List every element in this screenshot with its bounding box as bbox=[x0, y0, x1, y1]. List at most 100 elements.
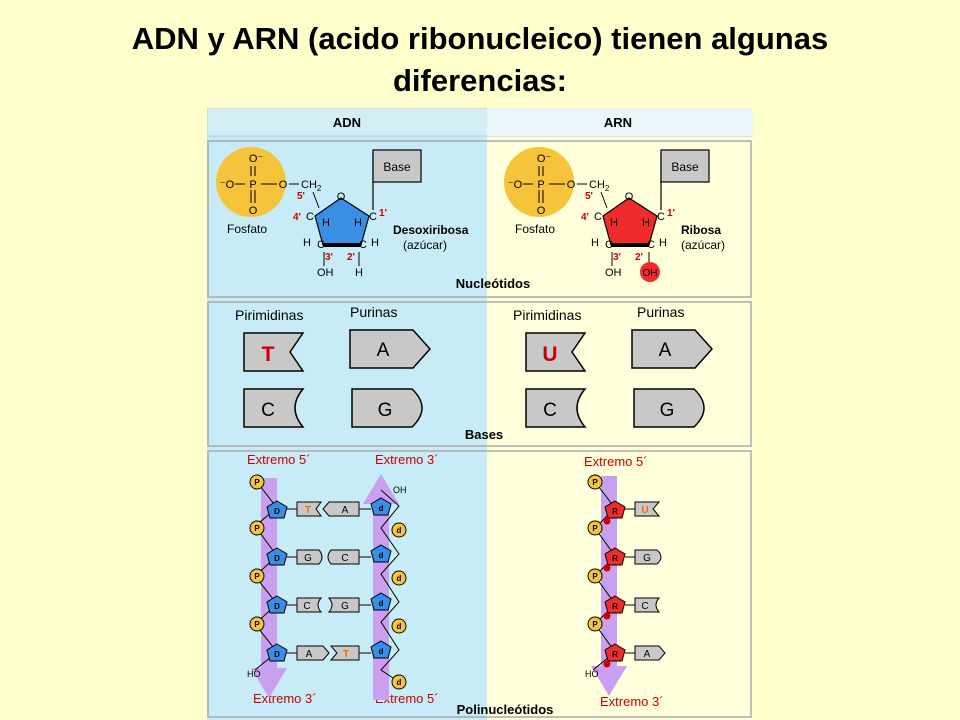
rna-2prime-oh-highlight bbox=[640, 262, 660, 282]
dna-c4-h-outer: H bbox=[303, 237, 311, 249]
rna-unit-3: P R C bbox=[587, 568, 661, 620]
dna-base-g-shape bbox=[351, 388, 423, 428]
dna-right-top-end: Extremo 3´ bbox=[375, 452, 439, 467]
rna-base-g: G bbox=[660, 400, 675, 421]
rna-phosphate-o-bottom: O bbox=[537, 205, 546, 217]
rna-3prime: 3' bbox=[613, 252, 621, 263]
dna-left-phosphate-letter-3: P bbox=[254, 572, 260, 581]
dna-base-t: T bbox=[262, 343, 275, 366]
dna-top-right-terminal: OH bbox=[393, 485, 407, 495]
dna-right-phosphate-letter-3: d bbox=[397, 622, 402, 631]
rna-sugar-4 bbox=[604, 643, 626, 662]
rna-ch2: CH2 bbox=[589, 179, 610, 193]
dna-pair-2: G C bbox=[287, 549, 371, 565]
rna-c2: C bbox=[647, 239, 655, 251]
dna-phosphate-label: Fosfato bbox=[227, 222, 267, 236]
dna-5prime: 5' bbox=[297, 191, 305, 202]
rna-sugar-letter-3: R bbox=[612, 602, 618, 611]
dna-c2: C bbox=[359, 239, 367, 251]
dna-pair-3-left-letter: C bbox=[303, 601, 310, 612]
dna-left-sugar-4 bbox=[266, 643, 288, 662]
dna-right-backbone-line bbox=[380, 489, 400, 683]
ribose-name: Ribosa bbox=[681, 223, 721, 237]
rna-unit-1: P R U bbox=[587, 474, 661, 525]
rna-phosphate-letter-4: P bbox=[592, 620, 598, 629]
rna-strand-arrow bbox=[591, 476, 627, 696]
rna-c4: C bbox=[594, 211, 602, 223]
dna-pair-2-left-base bbox=[296, 549, 323, 565]
dna-pair-1-left-letter: T bbox=[305, 505, 311, 516]
dna-phosphate-circle bbox=[216, 147, 286, 217]
dna-right-phosphate-letter-4: d bbox=[397, 678, 402, 687]
dna-pair-4-right-base bbox=[329, 645, 360, 661]
dna-left-sugar-3 bbox=[266, 595, 288, 614]
bases-frame bbox=[207, 301, 752, 447]
rna-base-shape-4 bbox=[634, 645, 666, 661]
rna-c1-h-outer: H bbox=[659, 237, 667, 249]
rna-phosphate-1 bbox=[587, 474, 603, 490]
rna-top-end: Extremo 5´ bbox=[584, 454, 648, 469]
dna-purines-label: Purinas bbox=[350, 304, 397, 320]
rna-phosphate-letter-1: P bbox=[592, 478, 598, 487]
rna-c3-oh: OH bbox=[605, 267, 622, 279]
dna-phosphate-o-top: O⁻ bbox=[249, 153, 264, 165]
rna-phosphate-letter-2: P bbox=[592, 524, 598, 533]
rna-base-c: C bbox=[543, 400, 557, 421]
rna-base-g-shape bbox=[633, 388, 705, 428]
rna-phosphate-letter-3: P bbox=[592, 572, 598, 581]
dna-base-c: C bbox=[261, 400, 275, 421]
rna-c3: C bbox=[605, 239, 613, 251]
dna-c2-h: H bbox=[355, 267, 363, 279]
rna-base-letter-1: U bbox=[641, 505, 648, 516]
dna-c3-oh: OH bbox=[317, 267, 334, 279]
dna-pair-4: A T bbox=[287, 645, 371, 661]
rna-base-letter-2: G bbox=[643, 553, 651, 564]
dna-right-sugar-letter-4: d bbox=[379, 647, 384, 656]
dna-c3: C bbox=[317, 239, 325, 251]
rna-purines-label: Purinas bbox=[637, 304, 684, 320]
nucleotides-label: Nucleótidos bbox=[456, 276, 530, 291]
dna-pair-4-right-letter: T bbox=[343, 649, 349, 660]
dna-phosphate-o-bottom: O bbox=[249, 205, 258, 217]
rna-5prime: 5' bbox=[585, 191, 593, 202]
rna-phosphate-3 bbox=[587, 568, 603, 584]
rna-c2-oh: OH bbox=[643, 268, 658, 279]
deoxyribose-name: Desoxiribosa bbox=[393, 223, 469, 237]
dna-left-unit-3: P D bbox=[249, 568, 288, 614]
rna-base-a: A bbox=[659, 340, 672, 361]
dna-pair-2-right-base bbox=[327, 549, 360, 565]
dna-right-phosphate-4 bbox=[391, 674, 407, 690]
rna-c4-h-inner: H bbox=[610, 217, 618, 229]
dna-left-sugar-2 bbox=[266, 547, 288, 566]
dna-left-sugar-letter-4: D bbox=[274, 650, 280, 659]
rna-base-u: U bbox=[542, 343, 557, 366]
rna-oh-dot-4 bbox=[603, 660, 611, 668]
rna-phosphate-label: Fosfato bbox=[515, 222, 555, 236]
deoxyribose-note: (azúcar) bbox=[403, 238, 447, 252]
dna-right-sugar-2 bbox=[370, 544, 392, 563]
dna-base-g: G bbox=[378, 400, 393, 421]
dna-base-t-shape bbox=[243, 332, 305, 372]
rna-o-link: O bbox=[567, 179, 576, 191]
dna-2prime: 2' bbox=[347, 252, 355, 263]
rna-base-letter-3: C bbox=[641, 601, 648, 612]
rna-4prime: 4' bbox=[581, 212, 589, 223]
rna-sugar-1 bbox=[604, 500, 626, 519]
dna-c1-h-outer: H bbox=[371, 237, 379, 249]
dna-left-strand-arrow bbox=[251, 478, 287, 698]
dna-left-sugar-letter-2: D bbox=[274, 554, 280, 563]
dna-right-sugar-3 bbox=[370, 592, 392, 611]
dna-bottom-left-terminal: HO bbox=[247, 669, 261, 679]
rna-header-cell bbox=[487, 108, 753, 136]
dna-left-phosphate-letter-1: P bbox=[254, 478, 260, 487]
dna-right-phosphate-letter-2: d bbox=[397, 574, 402, 583]
rna-phosphate-o-left: ⁻O bbox=[508, 179, 523, 191]
dna-c4: C bbox=[306, 211, 314, 223]
dna-right-sugar-letter-3: d bbox=[379, 599, 384, 608]
dna-3prime: 3' bbox=[325, 252, 333, 263]
dna-left-backbone: P D P D P D P D bbox=[249, 474, 288, 671]
rna-base-u-shape bbox=[525, 332, 587, 372]
dna-pair-4-left-letter: A bbox=[306, 649, 313, 660]
dna-right-sugar-letter-1: d bbox=[379, 504, 384, 513]
rna-2prime: 2' bbox=[635, 252, 643, 263]
